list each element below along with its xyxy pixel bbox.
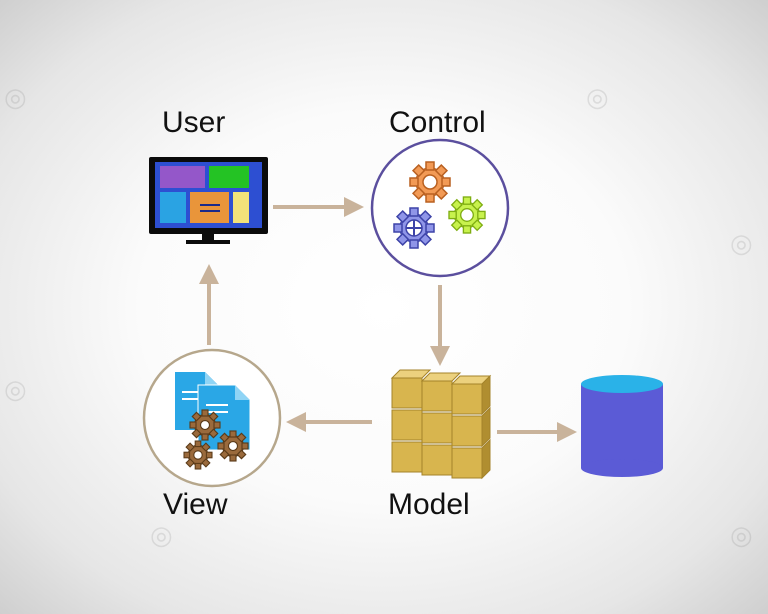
gears-icon xyxy=(370,138,510,278)
watermark: ◎ xyxy=(730,520,753,550)
watermark: ◎ xyxy=(730,228,753,258)
watermark: ◎ xyxy=(150,520,173,550)
model-label: Model xyxy=(388,488,470,521)
view-label: View xyxy=(163,488,228,521)
control-label: Control xyxy=(389,106,486,139)
watermark: ◎ xyxy=(4,82,27,112)
watermark: ◎ xyxy=(4,374,27,404)
user-label: User xyxy=(162,106,226,139)
cubes-icon xyxy=(390,369,492,480)
monitor-icon xyxy=(149,157,268,244)
database-icon xyxy=(581,375,663,477)
watermark: ◎ xyxy=(586,82,609,112)
documents-gears-icon xyxy=(142,348,282,488)
